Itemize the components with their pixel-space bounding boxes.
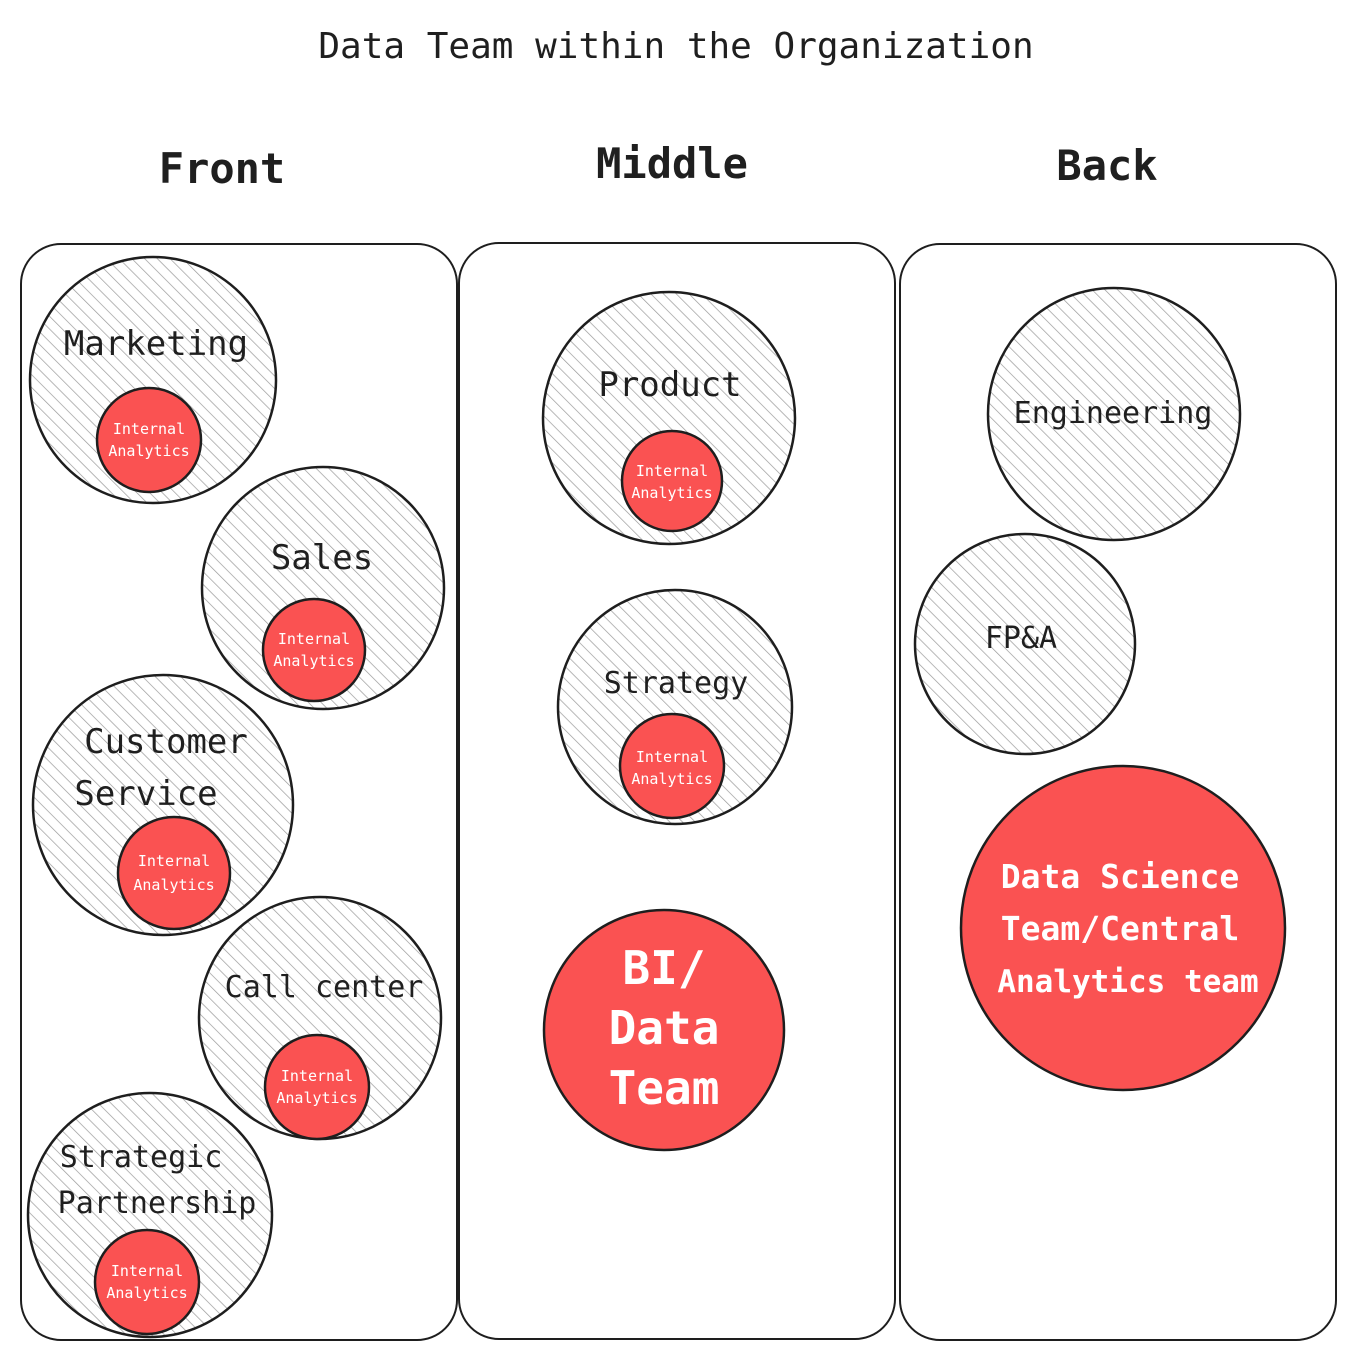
department-label: Sales [271,538,373,578]
department-circle [986,286,1242,542]
badge-circle [95,386,203,494]
department-label: Marketing [64,324,248,364]
central-team-label-line3: Team [609,1061,720,1115]
department-label: Engineering [1014,396,1213,431]
department-strategy: Strategy Internal Analytics [556,588,794,826]
badge-circle [116,815,232,931]
department-circle [541,290,797,546]
department-engineering: Engineering [986,286,1242,542]
internal-analytics-badge: Internal Analytics [618,712,726,820]
department-product: Product Internal Analytics [541,290,797,546]
central-team-circle [959,764,1287,1092]
central-team-label-line3: Analytics team [997,964,1258,1000]
badge-label-line2: Analytics [276,1089,357,1107]
department-fpa: FP&A [913,532,1137,756]
column-label-back: Back [1056,141,1157,190]
department-circle [556,588,794,826]
central-team-label-line2: Data [609,1001,720,1055]
badge-label-line1: Internal [111,1262,183,1280]
department-marketing: Marketing Internal Analytics [28,255,278,505]
internal-analytics-badge: Internal Analytics [620,429,724,533]
internal-analytics-badge: Internal Analytics [263,1033,371,1141]
department-customer-service: Customer Service Internal Analytics [31,673,295,937]
department-call-center: Call center Internal Analytics [197,895,443,1141]
department-label: FP&A [985,621,1057,656]
central-team-label-line1: BI/ [622,941,705,995]
department-circle [26,1091,274,1339]
badge-label-line2: Analytics [273,652,354,670]
badge-label-line2: Analytics [106,1284,187,1302]
badge-label-line2: Analytics [631,770,712,788]
column-label-middle: Middle [596,139,748,188]
badge-label-line2: Analytics [631,484,712,502]
central-team-circle [542,908,786,1152]
internal-analytics-badge: Internal Analytics [95,386,203,494]
badge-circle [618,712,726,820]
badge-label-line1: Internal [138,852,210,870]
department-label-line1: Customer [84,722,248,762]
badge-circle [263,1033,371,1141]
badge-circle [93,1228,201,1336]
central-team-data-science: Data Science Team/Central Analytics team [959,764,1287,1092]
department-label-line1: Strategic [60,1140,223,1175]
diagram-title: Data Team within the Organization [318,26,1033,67]
column-label-front: Front [159,144,285,193]
badge-label-line1: Internal [278,630,350,648]
internal-analytics-badge: Internal Analytics [116,815,232,931]
department-label: Call center [225,970,424,1005]
central-team-label-line1: Data Science [1001,857,1239,896]
department-label-line2: Service [74,774,217,814]
badge-label-line1: Internal [636,462,708,480]
department-label-line2: Partnership [58,1186,257,1221]
department-strategic-partnership: Strategic Partnership Internal Analytics [26,1091,274,1339]
central-team-bi-data: BI/ Data Team [542,908,786,1152]
badge-circle [261,597,367,703]
department-label: Product [598,365,741,405]
department-sales: Sales Internal Analytics [200,465,446,711]
badge-label-line1: Internal [113,420,185,438]
internal-analytics-badge: Internal Analytics [261,597,367,703]
department-circle [28,255,278,505]
badge-label-line1: Internal [636,748,708,766]
department-circle [913,532,1137,756]
badge-circle [620,429,724,533]
badge-label-line2: Analytics [133,876,214,894]
badge-label-line2: Analytics [108,442,189,460]
internal-analytics-badge: Internal Analytics [93,1228,201,1336]
badge-label-line1: Internal [281,1067,353,1085]
department-label: Strategy [604,666,749,701]
central-team-label-line2: Team/Central [1001,909,1239,948]
